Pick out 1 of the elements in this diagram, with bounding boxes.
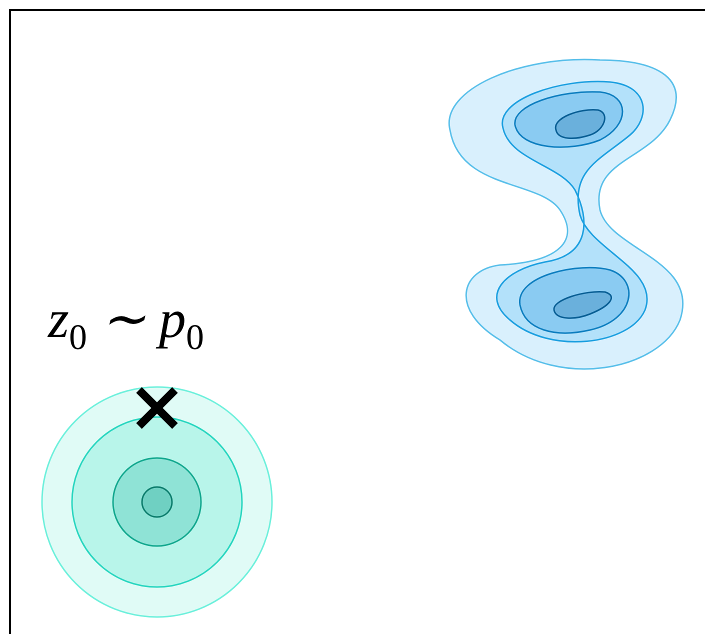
distribution-label: z$_{0}$ ∼ p$_{0}$ <box>48 292 204 355</box>
